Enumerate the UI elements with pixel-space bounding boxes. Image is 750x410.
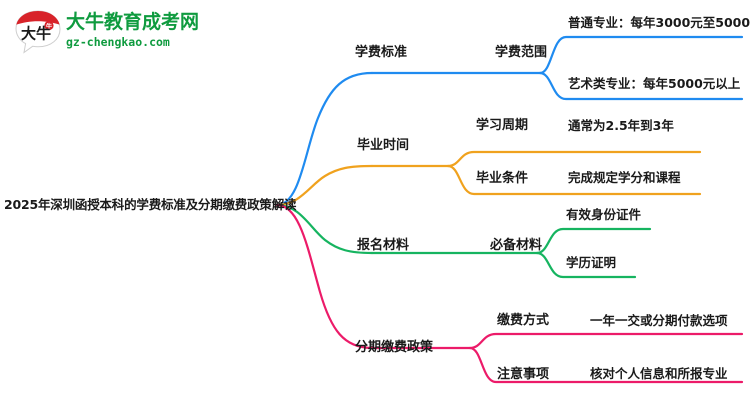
- wire-sub-4-2-to-leaf: [468, 346, 744, 384]
- mindmap-leaf-2-2-1[interactable]: 完成规定学分和课程: [568, 170, 681, 185]
- mindmap-leaf-4-1-1[interactable]: 一年一交或分期付款选项: [590, 313, 728, 328]
- mindmap-sub-2-2[interactable]: 毕业条件: [476, 171, 529, 186]
- mindmap-leaf-2-1-1[interactable]: 通常为2.5年到3年: [568, 118, 674, 133]
- mindmap-branch-4[interactable]: 分期缴费政策: [355, 340, 434, 355]
- mindmap-leaf-3-1-1[interactable]: 有效身份证件: [566, 207, 642, 222]
- mindmap-sub-4-2[interactable]: 注意事项: [497, 367, 550, 382]
- mindmap-sub-1-1[interactable]: 学费范围: [495, 45, 548, 60]
- mindmap-sub-2-1[interactable]: 学习周期: [476, 118, 529, 133]
- site-domain: gz-chengkao.com: [66, 35, 170, 49]
- svg-text:牛: 牛: [46, 22, 53, 30]
- wire-sub-1-1-to-leaf-2: [538, 71, 744, 101]
- wire-sub-2-1-to-leaf: [446, 150, 702, 168]
- wire-sub-4-1-to-leaf: [468, 332, 744, 350]
- mindmap-branch-2[interactable]: 毕业时间: [357, 138, 410, 153]
- mindmap-leaf-1-1-2[interactable]: 艺术类专业：每年5000元以上: [568, 76, 741, 91]
- wire-root-to-branch-2: [275, 164, 374, 207]
- mindmap-branch-1[interactable]: 学费标准: [355, 45, 408, 60]
- wire-root-to-branch-4: [275, 203, 374, 350]
- mindmap-leaf-3-1-2[interactable]: 学历证明: [566, 255, 617, 270]
- wire-sub-2-2-to-leaf: [446, 164, 702, 196]
- wire-root-to-branch-3: [275, 203, 374, 255]
- wire-root-to-branch-1: [275, 71, 374, 207]
- site-name-cn: 大牛教育成考网: [66, 11, 200, 33]
- wire-sub-1-1-to-leaf-1: [538, 35, 744, 75]
- mindmap-leaf-4-2-1[interactable]: 核对个人信息和所报专业: [590, 366, 728, 381]
- mindmap-sub-3-1[interactable]: 必备材料: [490, 238, 543, 253]
- svg-text:大牛: 大牛: [21, 25, 51, 43]
- logo-wordmark: 大牛教育成考网 gz-chengkao.com: [66, 11, 200, 50]
- mindmap-branch-3[interactable]: 报名材料: [357, 238, 410, 253]
- wire-sub-3-1-to-leaf-2: [535, 251, 637, 279]
- site-logo[interactable]: 牛 大牛 大牛教育成考网 gz-chengkao.com: [14, 9, 200, 59]
- mindmap-leaf-1-1-1[interactable]: 普通专业：每年3000元至5000元: [568, 15, 750, 30]
- mindmap-root-node[interactable]: 2025年深圳函授本科的学费标准及分期缴费政策解读: [4, 197, 297, 212]
- speech-bubble-logo-icon: 牛 大牛: [15, 10, 61, 54]
- mindmap-sub-4-1[interactable]: 缴费方式: [497, 313, 550, 328]
- wire-sub-3-1-to-leaf-1: [535, 227, 652, 255]
